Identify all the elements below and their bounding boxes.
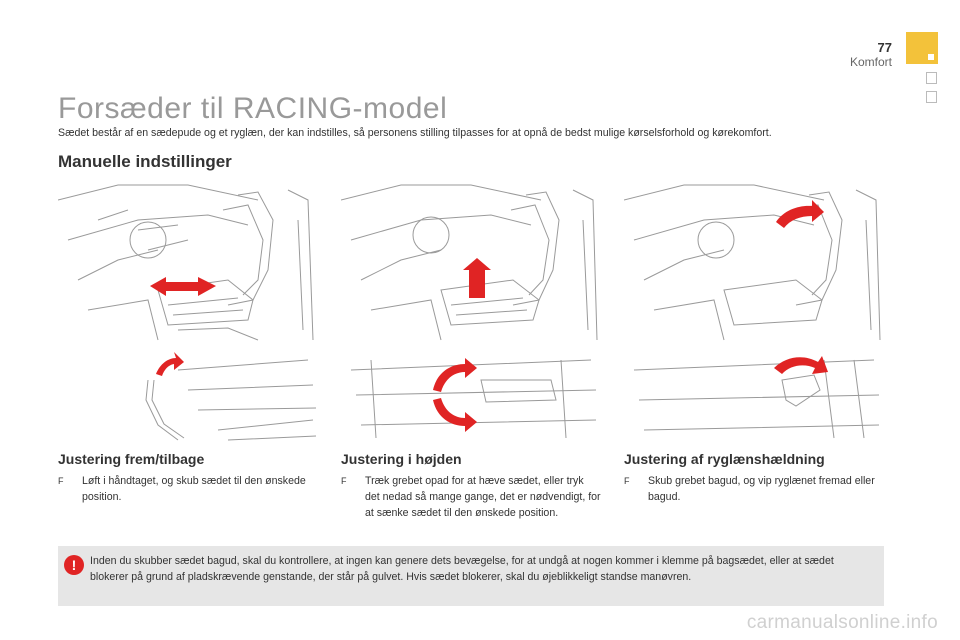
- heading-height: Justering i højden: [341, 451, 462, 467]
- instruction-recline: F Skub grebet bagud, og vip ryglænet fre…: [624, 473, 894, 505]
- section-heading: Manuelle indstillinger: [58, 152, 232, 171]
- section-name: Komfort: [849, 55, 892, 69]
- seat-illustration-height: [341, 180, 601, 345]
- instruction-text: Træk grebet opad for at hæve sædet, elle…: [365, 475, 601, 519]
- bullet-marker: F: [341, 476, 347, 486]
- page-title: Forsæder til RACING-model: [58, 92, 448, 125]
- warning-text: Inden du skubber sædet bagud, skal du ko…: [90, 555, 834, 583]
- warning-icon: !: [64, 555, 84, 575]
- intro-text: Sædet består af en sædepude og et ryglæn…: [58, 127, 772, 139]
- chapter-tab[interactable]: [926, 91, 937, 103]
- seat-illustration-fore-aft: [58, 180, 318, 345]
- heading-fore-aft: Justering frem/tilbage: [58, 451, 205, 467]
- instruction-fore-aft: F Løft i håndtaget, og skub sædet til de…: [58, 473, 318, 505]
- bullet-marker: F: [58, 476, 64, 486]
- chapter-tab[interactable]: [926, 72, 937, 84]
- lever-illustration-fore-aft: [138, 350, 318, 442]
- instruction-height: F Træk grebet opad for at hæve sædet, el…: [341, 473, 601, 521]
- seat-illustration-recline: [624, 180, 884, 345]
- warning-box: ! Inden du skubber sædet bagud, skal du …: [58, 546, 884, 606]
- instruction-text: Løft i håndtaget, og skub sædet til den …: [82, 475, 306, 503]
- instruction-text: Skub grebet bagud, og vip ryglænet frema…: [648, 475, 875, 503]
- lever-illustration-height: [341, 350, 601, 442]
- page-number: 77: [877, 40, 892, 55]
- chapter-tab-active[interactable]: [906, 32, 938, 64]
- watermark: carmanualsonline.info: [746, 612, 938, 633]
- lever-illustration-recline: [624, 350, 884, 442]
- bullet-marker: F: [624, 476, 630, 486]
- heading-recline: Justering af ryglænshældning: [624, 451, 825, 467]
